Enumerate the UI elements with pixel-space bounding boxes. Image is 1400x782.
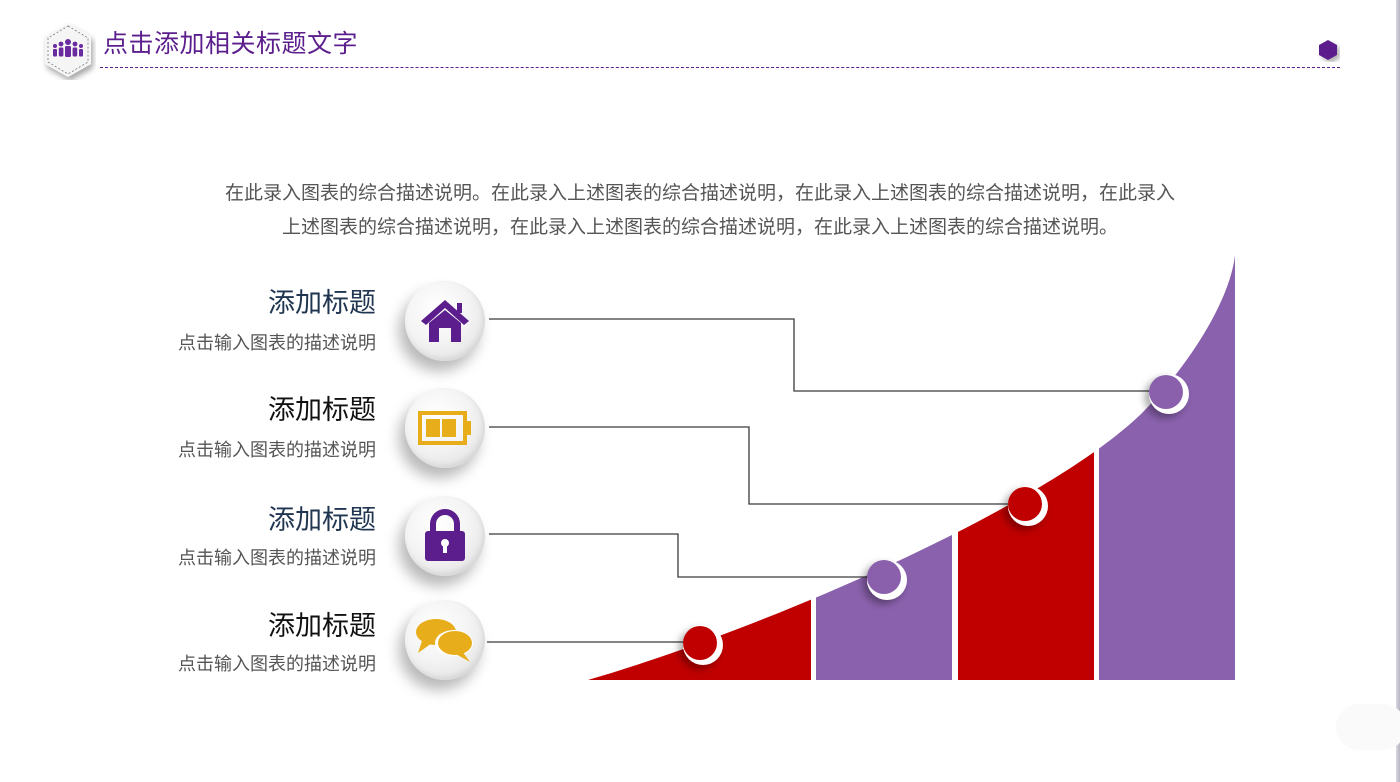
item-3-icon-button[interactable]: [405, 496, 485, 576]
item-2-title: 添加标题: [268, 395, 376, 426]
item-4-desc: 点击输入图表的描述说明: [178, 654, 376, 675]
segment-4: [1099, 255, 1235, 680]
item-4-title: 添加标题: [268, 611, 376, 642]
page-title: 点击添加相关标题文字: [103, 29, 359, 58]
marker-item-1: [1149, 374, 1189, 414]
corner-widget: [1336, 704, 1400, 750]
description-line-1: 在此录入图表的综合描述说明。在此录入上述图表的综合描述说明，在此录入上述图表的综…: [224, 182, 1175, 204]
item-3-desc: 点击输入图表的描述说明: [178, 548, 376, 569]
connector-3: [489, 533, 868, 578]
item-1-icon-button[interactable]: [405, 281, 485, 361]
item-4-icon-button[interactable]: [405, 600, 485, 680]
item-1-desc: 点击输入图表的描述说明: [178, 333, 376, 354]
item-3-title: 添加标题: [268, 505, 376, 536]
item-2-desc: 点击输入图表的描述说明: [178, 440, 376, 461]
lock-icon: [425, 509, 465, 561]
segment-2: [816, 255, 952, 680]
growth-area: [588, 255, 1235, 680]
battery-icon: [418, 411, 471, 445]
header-divider: [100, 67, 1340, 68]
connector-1: [489, 318, 1152, 392]
slide-edge: [1396, 0, 1400, 782]
header-logo: [40, 20, 96, 80]
connector-lines: [487, 318, 1152, 643]
marker-item-4: [683, 625, 723, 665]
hexagon-icon: [1316, 38, 1340, 62]
marker-item-3: [867, 560, 907, 600]
home-icon: [421, 300, 469, 342]
segment-3: [958, 255, 1094, 680]
chart-description: 在此录入图表的综合描述说明。在此录入上述图表的综合描述说明，在此录入上述图表的综…: [150, 176, 1250, 244]
item-2-icon-button[interactable]: [405, 388, 485, 468]
chat-bubbles-icon: [416, 619, 473, 662]
segment-1: [588, 255, 811, 680]
marker-item-2: [1008, 486, 1048, 526]
team-people-icon: [53, 39, 83, 57]
connector-2: [489, 426, 1012, 505]
item-1-title: 添加标题: [268, 288, 376, 319]
description-line-2: 上述图表的综合描述说明，在此录入上述图表的综合描述说明，在此录入上述图表的综合描…: [281, 216, 1118, 238]
